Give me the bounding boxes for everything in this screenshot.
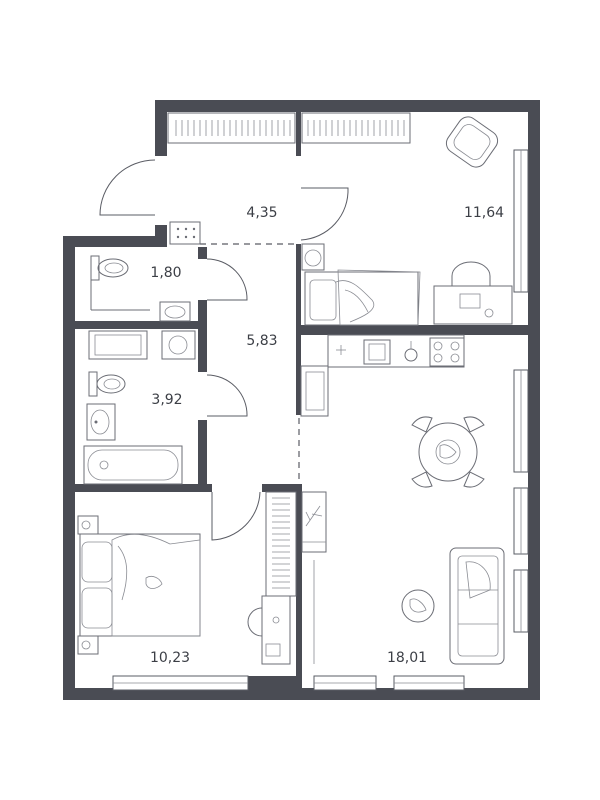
armchair-icon <box>445 116 499 168</box>
nightstand-icon <box>77 515 99 655</box>
coffee-table-icon <box>401 589 435 623</box>
area-corridor: 5,83 <box>246 333 277 349</box>
openings <box>200 243 300 482</box>
dining-table-icon <box>411 416 485 488</box>
bathtub-icon <box>83 445 183 485</box>
washbasin-icon <box>86 403 116 441</box>
washing-machine-icon <box>88 330 196 360</box>
windows <box>112 149 529 691</box>
chair-icon <box>411 416 485 488</box>
vanity-icon <box>247 595 291 665</box>
walls <box>63 100 540 700</box>
hall-wardrobe <box>167 112 296 144</box>
area-toilet: 1,80 <box>150 265 181 281</box>
bed-top-icon <box>304 269 421 326</box>
living-cabinet <box>301 491 327 664</box>
bath-toilet-icon <box>88 371 126 397</box>
area-bathroom: 3,92 <box>151 392 182 408</box>
kitchen-counter <box>327 334 465 368</box>
area-bedroom-bottom: 10,23 <box>150 650 190 666</box>
electrical-panel-icon <box>169 221 201 245</box>
sink-small-icon <box>90 256 191 322</box>
bed-bottom-icon <box>79 533 201 637</box>
bedroom-wardrobe-bottom <box>265 491 297 597</box>
desk-icon <box>433 261 513 325</box>
toilet-icon <box>90 255 129 281</box>
fridge-icon <box>300 365 329 417</box>
sofa-icon <box>449 547 505 665</box>
area-hall: 4,35 <box>246 205 277 221</box>
area-bedroom-top: 11,64 <box>464 205 504 221</box>
doors <box>99 159 349 541</box>
area-labels: 4,35 11,64 1,80 5,83 3,92 10,23 18,01 <box>150 205 504 666</box>
washing-top-icon <box>301 243 325 271</box>
area-living-kitchen: 18,01 <box>387 650 427 666</box>
bedroom-wardrobe <box>301 112 411 144</box>
